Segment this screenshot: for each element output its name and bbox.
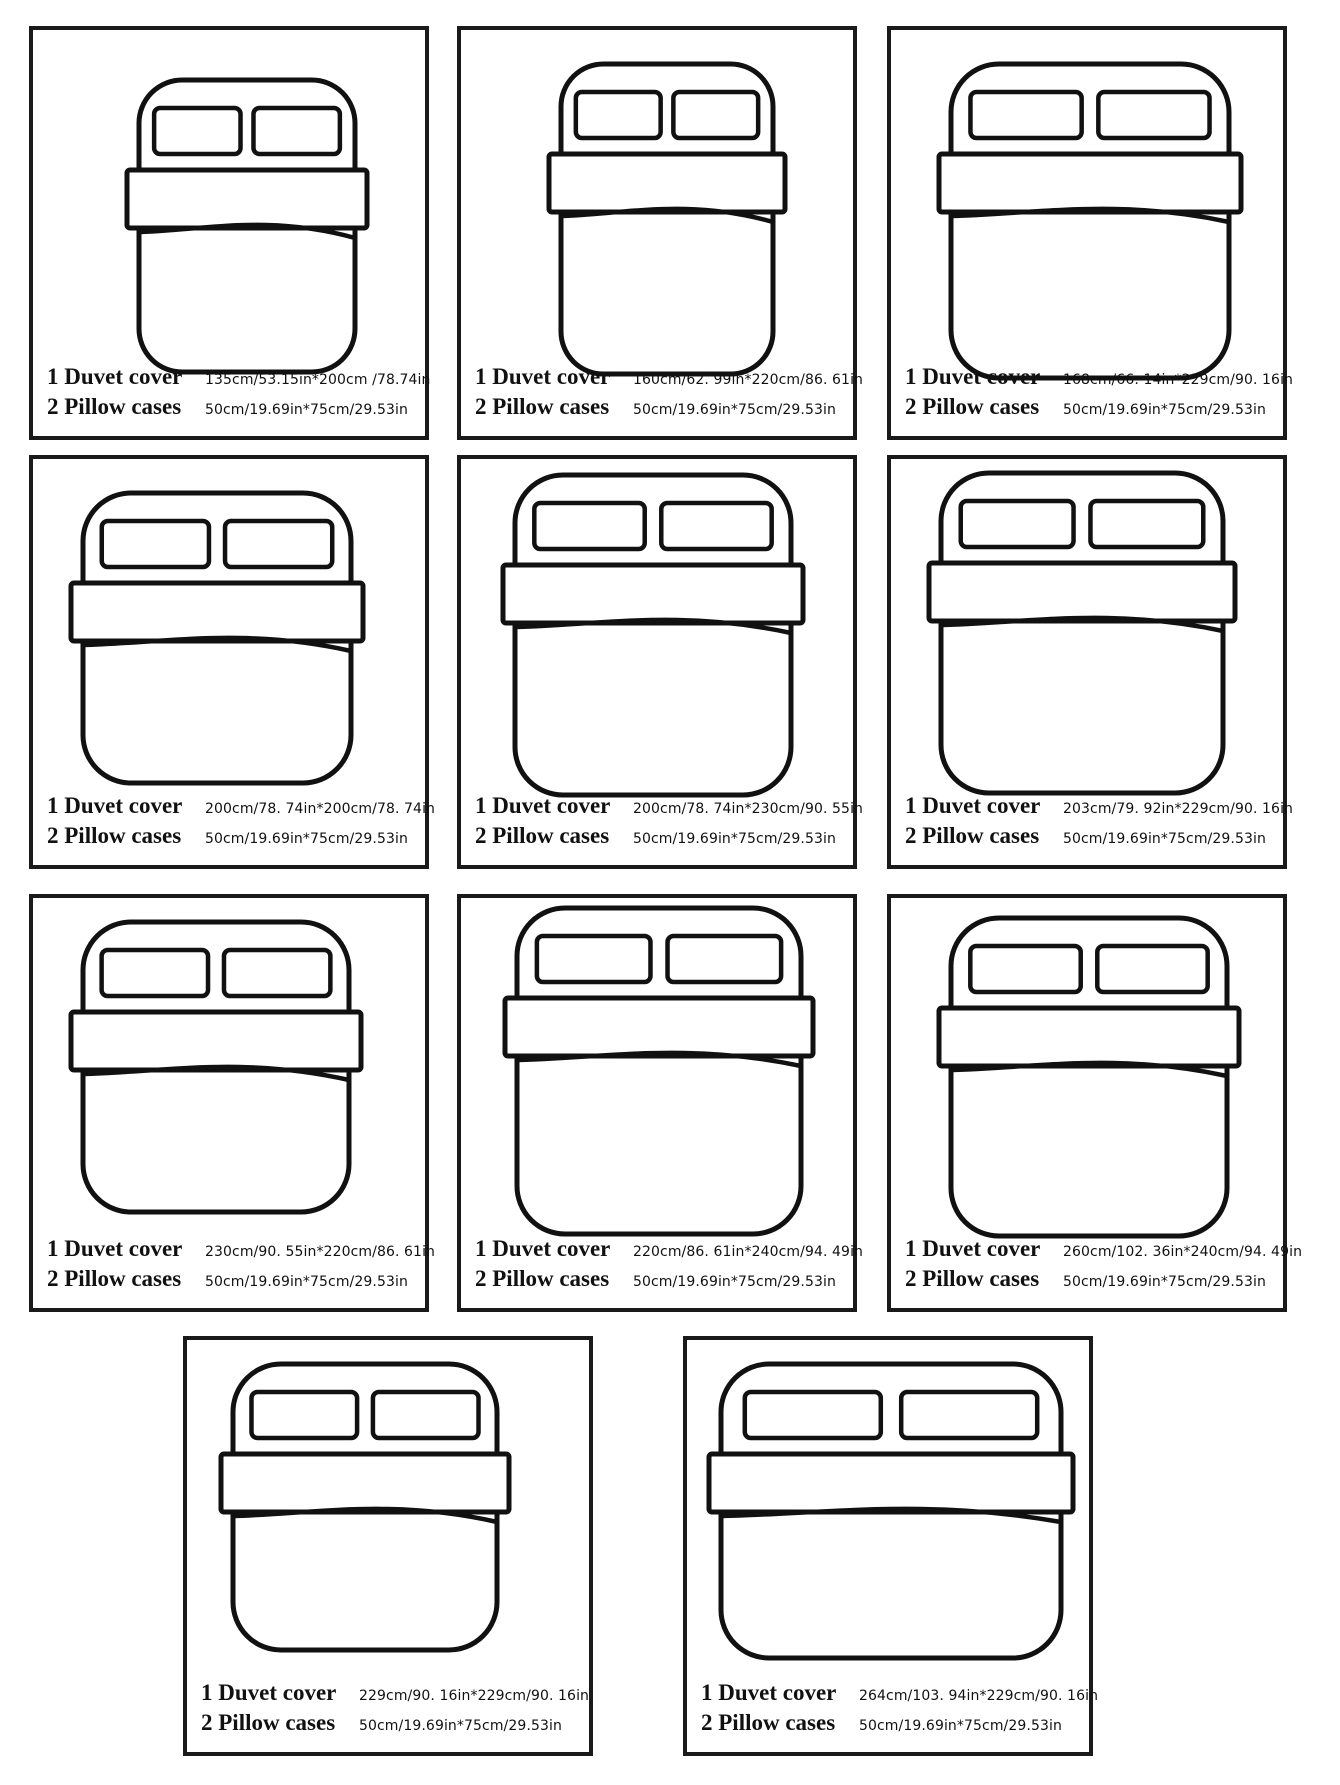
duvet-label-row: 1 Duvet cover 220cm/86. 61in*240cm/94. 49… (475, 1236, 863, 1266)
size-card: 1 Duvet cover 200cm/78. 74in*200cm/78. 74… (29, 455, 435, 869)
bed-icon (124, 77, 370, 375)
size-card: 1 Duvet cover 260cm/102. 36in*240cm/94. 4… (887, 894, 1302, 1312)
size-card: 1 Duvet cover 135cm/53.15in*200cm /78.74i… (29, 26, 430, 440)
pillow-label-row: 2 Pillow cases 50cm/19.69in*75cm/29.53in (475, 394, 847, 424)
duvet-label-row: 1 Duvet cover 135cm/53.15in*200cm /78.74i… (47, 364, 430, 394)
pillow-label: 2 Pillow cases (475, 823, 610, 848)
pillow-label-row: 2 Pillow cases 50cm/19.69in*75cm/29.53in (475, 823, 847, 853)
pillow-label-row: 2 Pillow cases 50cm/19.69in*75cm/29.53in (475, 1266, 847, 1296)
duvet-size: 229cm/90. 16in*229cm/90. 16in (359, 1688, 590, 1704)
size-card: 1 Duvet cover 203cm/79. 92in*229cm/90. 16… (887, 455, 1293, 869)
bed-icon (218, 1361, 512, 1653)
pillow-label-row: 2 Pillow cases 50cm/19.69in*75cm/29.53in (905, 823, 1277, 853)
duvet-label: 1 Duvet cover (201, 1680, 337, 1705)
pillow-size: 50cm/19.69in*75cm/29.53in (1063, 831, 1266, 847)
duvet-size: 200cm/78. 74in*230cm/90. 55in (633, 801, 864, 817)
pillow-size: 50cm/19.69in*75cm/29.53in (859, 1718, 1062, 1734)
bed-icon (68, 490, 366, 786)
pillow-label: 2 Pillow cases (475, 1266, 610, 1291)
size-card: 1 Duvet cover 200cm/78. 74in*230cm/90. 55… (457, 455, 863, 869)
duvet-label: 1 Duvet cover (47, 793, 183, 818)
bed-icon (546, 61, 788, 377)
bed-icon (936, 61, 1244, 381)
duvet-label-row: 1 Duvet cover 229cm/90. 16in*229cm/90. 16… (201, 1680, 589, 1710)
pillow-label-row: 2 Pillow cases 50cm/19.69in*75cm/29.53in (201, 1710, 583, 1740)
duvet-label: 1 Duvet cover (475, 364, 611, 389)
duvet-size: 260cm/102. 36in*240cm/94. 49in (1063, 1244, 1303, 1260)
pillow-size: 50cm/19.69in*75cm/29.53in (205, 402, 408, 418)
duvet-label-row: 1 Duvet cover 264cm/103. 94in*229cm/90. 1… (701, 1680, 1098, 1710)
bed-icon (500, 472, 806, 798)
pillow-size: 50cm/19.69in*75cm/29.53in (633, 1274, 836, 1290)
pillow-label: 2 Pillow cases (47, 823, 182, 848)
duvet-size: 135cm/53.15in*200cm /78.74in (205, 372, 431, 388)
size-card: 1 Duvet cover 230cm/90. 55in*220cm/86. 61… (29, 894, 435, 1312)
duvet-size: 230cm/90. 55in*220cm/86. 61in (205, 1244, 436, 1260)
pillow-label-row: 2 Pillow cases 50cm/19.69in*75cm/29.53in (47, 394, 419, 424)
duvet-label-row: 1 Duvet cover 200cm/78. 74in*200cm/78. 74… (47, 793, 435, 823)
pillow-label-row: 2 Pillow cases 50cm/19.69in*75cm/29.53in (47, 823, 419, 853)
bed-icon (926, 470, 1238, 796)
duvet-label-row: 1 Duvet cover 160cm/62. 99in*220cm/86. 61… (475, 364, 863, 394)
pillow-label: 2 Pillow cases (701, 1710, 836, 1735)
pillow-label: 2 Pillow cases (475, 394, 610, 419)
duvet-label: 1 Duvet cover (47, 364, 183, 389)
duvet-size: 264cm/103. 94in*229cm/90. 16in (859, 1688, 1099, 1704)
duvet-size: 203cm/79. 92in*229cm/90. 16in (1063, 801, 1294, 817)
duvet-label-row: 1 Duvet cover 203cm/79. 92in*229cm/90. 16… (905, 793, 1293, 823)
pillow-size: 50cm/19.69in*75cm/29.53in (1063, 1274, 1266, 1290)
bed-icon (68, 919, 364, 1215)
duvet-label: 1 Duvet cover (701, 1680, 837, 1705)
pillow-size: 50cm/19.69in*75cm/29.53in (1063, 402, 1266, 418)
duvet-size: 160cm/62. 99in*220cm/86. 61in (633, 372, 864, 388)
pillow-label: 2 Pillow cases (47, 394, 182, 419)
size-card: 1 Duvet cover 220cm/86. 61in*240cm/94. 49… (457, 894, 863, 1312)
bed-icon (706, 1361, 1076, 1661)
bed-icon (936, 915, 1242, 1239)
pillow-label: 2 Pillow cases (201, 1710, 336, 1735)
pillow-size: 50cm/19.69in*75cm/29.53in (205, 1274, 408, 1290)
duvet-label: 1 Duvet cover (905, 793, 1041, 818)
duvet-size: 200cm/78. 74in*200cm/78. 74in (205, 801, 436, 817)
size-card: 1 Duvet cover 229cm/90. 16in*229cm/90. 16… (183, 1336, 593, 1756)
size-card: 1 Duvet cover 168cm/66. 14in*229cm/90. 16… (887, 26, 1293, 440)
pillow-size: 50cm/19.69in*75cm/29.53in (633, 402, 836, 418)
duvet-label: 1 Duvet cover (905, 1236, 1041, 1261)
duvet-size: 168cm/66. 14in*229cm/90. 16in (1063, 372, 1294, 388)
pillow-label: 2 Pillow cases (905, 394, 1040, 419)
duvet-label-row: 1 Duvet cover 168cm/66. 14in*229cm/90. 16… (905, 364, 1293, 394)
duvet-label: 1 Duvet cover (905, 364, 1041, 389)
duvet-size: 220cm/86. 61in*240cm/94. 49in (633, 1244, 864, 1260)
pillow-label: 2 Pillow cases (905, 823, 1040, 848)
size-card: 1 Duvet cover 160cm/62. 99in*220cm/86. 61… (457, 26, 863, 440)
pillow-label-row: 2 Pillow cases 50cm/19.69in*75cm/29.53in (905, 1266, 1277, 1296)
duvet-label: 1 Duvet cover (475, 793, 611, 818)
duvet-label: 1 Duvet cover (475, 1236, 611, 1261)
size-card: 1 Duvet cover 264cm/103. 94in*229cm/90. 1… (683, 1336, 1098, 1756)
duvet-label-row: 1 Duvet cover 200cm/78. 74in*230cm/90. 55… (475, 793, 863, 823)
pillow-size: 50cm/19.69in*75cm/29.53in (633, 831, 836, 847)
pillow-label: 2 Pillow cases (47, 1266, 182, 1291)
pillow-label-row: 2 Pillow cases 50cm/19.69in*75cm/29.53in (905, 394, 1277, 424)
duvet-label: 1 Duvet cover (47, 1236, 183, 1261)
pillow-size: 50cm/19.69in*75cm/29.53in (205, 831, 408, 847)
pillow-label: 2 Pillow cases (905, 1266, 1040, 1291)
pillow-label-row: 2 Pillow cases 50cm/19.69in*75cm/29.53in (47, 1266, 419, 1296)
pillow-size: 50cm/19.69in*75cm/29.53in (359, 1718, 562, 1734)
duvet-label-row: 1 Duvet cover 230cm/90. 55in*220cm/86. 61… (47, 1236, 435, 1266)
duvet-label-row: 1 Duvet cover 260cm/102. 36in*240cm/94. 4… (905, 1236, 1302, 1266)
bed-icon (502, 905, 816, 1237)
pillow-label-row: 2 Pillow cases 50cm/19.69in*75cm/29.53in (701, 1710, 1083, 1740)
